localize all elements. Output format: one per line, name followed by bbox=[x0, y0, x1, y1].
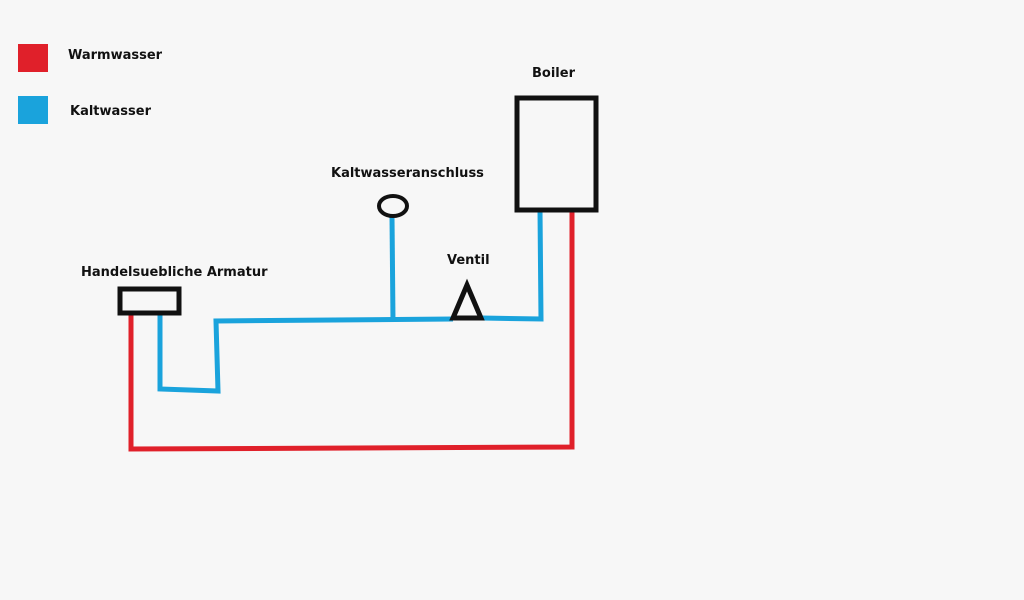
cold-water-pipe-boiler bbox=[481, 209, 544, 322]
boiler-box bbox=[514, 95, 599, 213]
valve-label: Ventil bbox=[447, 253, 490, 268]
cold-water-pipe-inlet bbox=[389, 216, 396, 322]
faucet-box bbox=[117, 286, 182, 316]
warm-water-pipe bbox=[128, 210, 575, 452]
valve-icon bbox=[449, 278, 485, 321]
cold-water-pipe-main bbox=[157, 314, 454, 394]
legend-label-warmwasser: Warmwasser bbox=[68, 48, 163, 63]
faucet-label: Handelsuebliche Armatur bbox=[81, 265, 268, 280]
legend-label-kaltwasser: Kaltwasser bbox=[70, 104, 152, 119]
legend-swatch-kaltwasser bbox=[18, 96, 48, 124]
inlet-connector-icon bbox=[377, 194, 409, 218]
legend-swatch-warmwasser bbox=[18, 44, 48, 72]
boiler-label: Boiler bbox=[532, 66, 575, 81]
inlet-label: Kaltwasseranschluss bbox=[331, 166, 484, 181]
